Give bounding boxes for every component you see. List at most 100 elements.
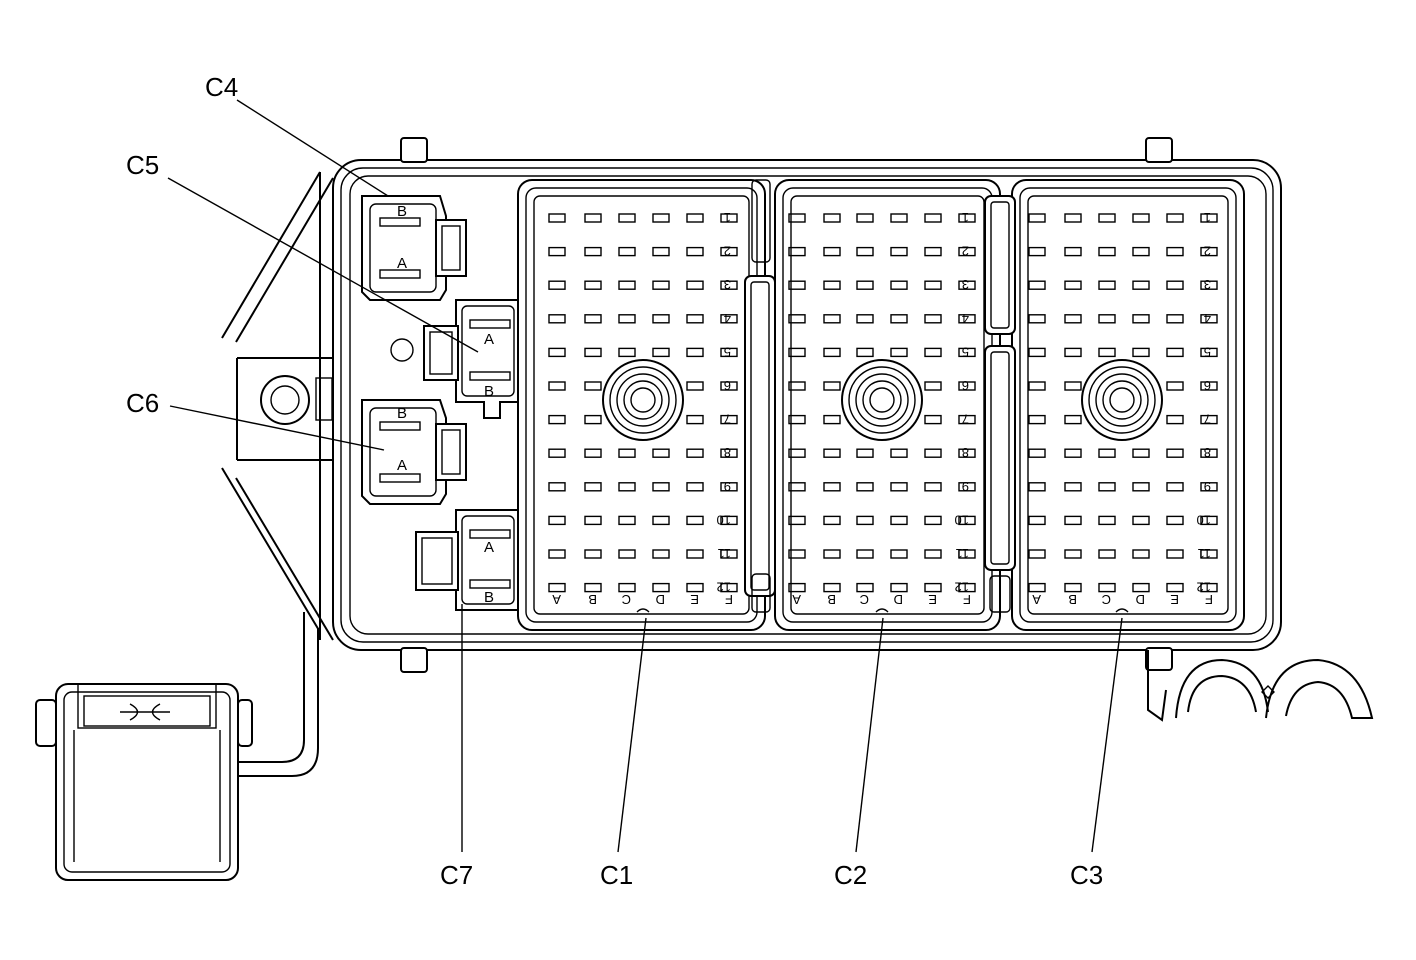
c2-column-letter: E [928, 592, 937, 607]
c3-pin-cavity [1166, 314, 1184, 324]
c2-pin-cavity [958, 448, 976, 458]
c2-row-number: 1 [962, 210, 969, 225]
c1-column-letter: D [656, 592, 665, 607]
c5-leader [167, 177, 479, 353]
c1-pin-cavity [584, 280, 602, 290]
c1-pin-cavity [618, 582, 636, 593]
block-divider [984, 195, 1016, 335]
c2-pin-cavity [856, 246, 874, 257]
c2-pin-cavity [856, 482, 874, 492]
c1-pin-cavity [618, 515, 636, 526]
c2-pin-cavity [924, 482, 942, 492]
c3-pin-cavity [1064, 482, 1082, 492]
c1-pin-cavity [686, 582, 704, 593]
c3-row-number: 10 [1197, 512, 1211, 527]
c3-pin-cavity [1064, 549, 1082, 559]
c1-pin-cavity [584, 414, 602, 425]
c2-pin-cavity [890, 347, 908, 358]
c2-pin-cavity [788, 414, 806, 425]
c2-pin-cavity [890, 213, 908, 223]
c2-pin-cavity [823, 549, 841, 559]
c2-column-letter: D [894, 592, 903, 607]
c2-leader [855, 617, 884, 853]
c1-row-number: 5 [724, 344, 731, 359]
c3-pin-cavity [1132, 582, 1150, 593]
c3-pin-cavity [1064, 414, 1082, 425]
c3-pin-cavity [1200, 381, 1218, 391]
c1-pin-cavity [548, 347, 566, 358]
c3-pin-cavity [1064, 347, 1082, 358]
callout-c6: C6 [126, 388, 159, 418]
c2-row-number: 10 [955, 512, 969, 527]
c1-pin-cavity [584, 347, 602, 358]
c1-pin-cavity [584, 582, 602, 593]
c3-pin-cavity [1132, 246, 1150, 257]
c3-pin-cavity [1064, 381, 1082, 391]
c2-row-number: 5 [962, 344, 969, 359]
c2-pin-cavity [788, 515, 806, 526]
c1-pin-cavity [686, 482, 704, 492]
c1-pin-cavity [652, 280, 670, 290]
c3-pin-cavity [1132, 515, 1150, 526]
c3-row-number: 2 [1204, 244, 1211, 259]
c1-row-number: 11 [718, 546, 732, 561]
c1-pin-cavity [548, 246, 566, 257]
c2-pin-cavity [788, 549, 806, 559]
c1-pin-cavity [720, 549, 738, 559]
c5-bottom-pin-label: B [484, 383, 494, 400]
c1-row-number: 12 [717, 580, 731, 595]
c1-pin-cavity [686, 549, 704, 559]
c3-pin-cavity [1200, 246, 1218, 257]
c1-row-number: 1 [724, 210, 731, 225]
c3-pin-cavity [1098, 347, 1116, 358]
c2-pin-cavity [924, 381, 942, 391]
c7-bottom-pin-label: B [484, 589, 494, 606]
c2-pin-cavity [856, 582, 874, 593]
c2-pin-cavity [958, 213, 976, 223]
c3-pin-cavity [1064, 213, 1082, 223]
c3-row-number: 9 [1204, 479, 1211, 494]
c1-pin-cavity [720, 314, 738, 324]
c3-pin-cavity [1064, 515, 1082, 526]
c3-pin-cavity [1200, 347, 1218, 358]
c3-pin-cavity [1132, 314, 1150, 324]
c3-pin-cavity [1028, 414, 1046, 425]
callout-c3: C3 [1070, 860, 1103, 890]
c1-bolt-hub [602, 359, 684, 441]
c2-pin-cavity [856, 213, 874, 223]
leader-lines [167, 99, 1123, 853]
c1-pin-cavity [686, 381, 704, 391]
c2-pin-cavity [924, 448, 942, 458]
c1-pin-cavity [548, 314, 566, 324]
c2-pin-cavity [890, 515, 908, 526]
c3-pin-cavity [1166, 280, 1184, 290]
c4-bottom-pin-label: A [397, 255, 407, 272]
c2-pin-cavity [856, 515, 874, 526]
c3-row-number: 11 [1198, 546, 1212, 561]
c2-row-number: 9 [962, 479, 969, 494]
c2-row-number: 7 [962, 412, 969, 427]
c2-pin-cavity [823, 515, 841, 526]
c7-top-pin-label: A [484, 539, 494, 556]
c3-pin-cavity [1200, 448, 1218, 458]
c1-column-letter: F [725, 592, 733, 607]
c2-pin-cavity [958, 347, 976, 358]
c1-pin-cavity [548, 213, 566, 223]
c3-pin-cavity [1028, 246, 1046, 257]
c3-pin-cavity [1028, 515, 1046, 526]
c3-pin-cavity [1132, 448, 1150, 458]
c3-pin-cavity [1098, 314, 1116, 324]
c1-column-letter: A [552, 592, 561, 607]
callout-c5: C5 [126, 150, 159, 180]
c2-pin-cavity [958, 515, 976, 526]
connector-c5: A B [423, 299, 521, 419]
c1-pin-cavity [652, 582, 670, 593]
c3-pin-cavity [1028, 549, 1046, 559]
c2-pin-cavity [958, 246, 976, 257]
c3-pin-cavity [1166, 347, 1184, 358]
c1-pin-cavity [548, 381, 566, 391]
connector-c7: A B [415, 509, 521, 611]
c1-pin-cavity [652, 448, 670, 458]
c1-pin-cavity [720, 414, 738, 425]
